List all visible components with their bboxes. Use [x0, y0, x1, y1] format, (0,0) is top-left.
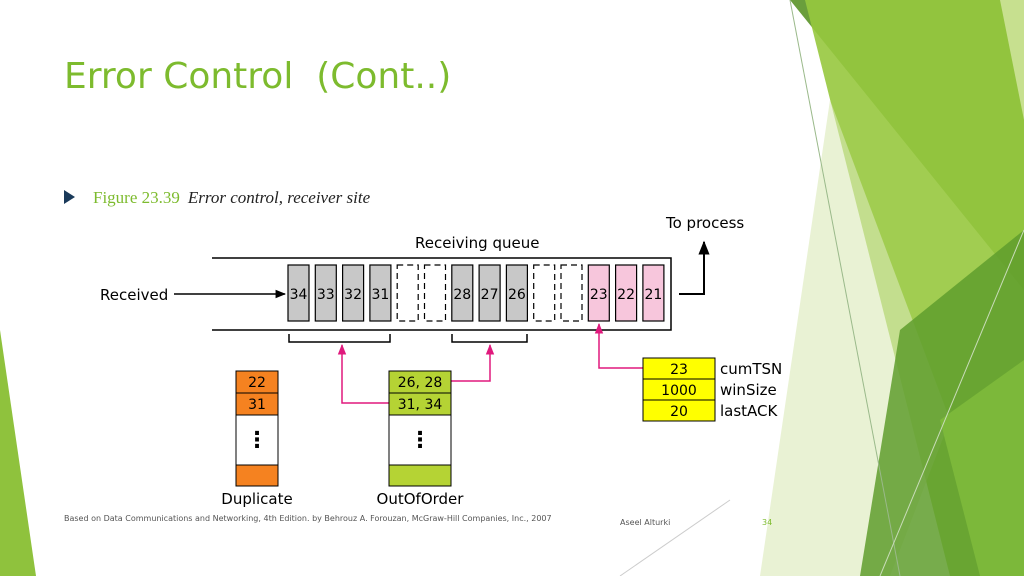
duplicate-ellipsis: ⋮ — [246, 428, 268, 453]
queue-slot-label: 27 — [481, 287, 499, 303]
winsize-label: winSize — [720, 381, 777, 399]
out-of-order-bracket-left — [288, 334, 391, 343]
queue-slot — [342, 264, 365, 322]
queue-slot — [642, 264, 665, 322]
out-of-order-list: 26, 28 31, 34 ⋮ — [388, 370, 452, 487]
queue-slot — [314, 264, 337, 322]
duplicate-entry: 22 — [248, 375, 266, 391]
queue-slot-empty — [533, 264, 556, 322]
queue-slot-label: 23 — [590, 287, 608, 303]
queue-slot-label: 22 — [617, 287, 635, 303]
cumtsn-link-arrow — [594, 322, 643, 369]
queue-slot-label: 34 — [290, 287, 308, 303]
received-label: Received — [100, 286, 168, 304]
queue-slot-empty — [396, 264, 419, 322]
queue-slot — [369, 264, 392, 322]
queue-slot — [478, 264, 501, 322]
queue-slot-label: 32 — [344, 287, 362, 303]
queue-slot — [614, 264, 638, 322]
queue-slot-label: 31 — [371, 287, 389, 303]
queue-slot — [505, 264, 528, 322]
queue-slot — [451, 264, 474, 322]
queue-slot-label: 28 — [453, 287, 471, 303]
queue-slot — [287, 264, 310, 322]
duplicate-list: 22 31 ⋮ — [235, 370, 279, 487]
winsize-value: 1000 — [661, 383, 697, 399]
out-of-order-link-arrow-left — [337, 343, 389, 404]
cumtsn-label: cumTSN — [720, 360, 782, 378]
figure-number: Figure 23.39 — [93, 188, 180, 207]
footer-author: Aseel Alturki — [620, 518, 671, 527]
queue-slot-empty — [423, 264, 447, 322]
out-of-order-entry: 26, 28 — [398, 375, 443, 391]
queue-slot-empty — [560, 264, 583, 322]
lastack-value: 20 — [670, 404, 688, 420]
queue-slot — [587, 264, 610, 322]
receiver-variables: 23 cumTSN 1000 winSize 20 lastACK — [642, 357, 782, 422]
queue-slot-label: 26 — [508, 287, 526, 303]
slide-title: Error Control (Cont..) — [64, 56, 452, 97]
out-of-order-link-arrow-right — [451, 343, 495, 382]
queue-slot-label: 33 — [317, 287, 335, 303]
cumtsn-value: 23 — [670, 362, 688, 378]
out-of-order-label: OutOfOrder — [377, 490, 465, 508]
figure-caption: Error control, receiver site — [187, 188, 371, 207]
footer-source: Based on Data Communications and Network… — [64, 514, 552, 523]
out-of-order-bracket-right — [451, 334, 528, 343]
queue-slot-label: 21 — [644, 287, 662, 303]
queue-slots: 34 33 32 31 28 27 26 23 22 21 — [287, 264, 665, 322]
lastack-label: lastACK — [720, 402, 779, 420]
queue-label: Receiving queue — [415, 234, 539, 252]
to-process-label: To process — [665, 214, 744, 232]
duplicate-entry: 31 — [248, 397, 266, 413]
out-of-order-entry: 31, 34 — [398, 397, 443, 413]
bullet-arrow-icon — [64, 190, 75, 204]
queue-outline — [212, 257, 672, 331]
figure-caption-bullet: Figure 23.39 Error control, receiver site — [64, 188, 370, 208]
page-number: 34 — [762, 518, 773, 527]
out-of-order-ellipsis: ⋮ — [409, 428, 431, 453]
to-process-arrow — [679, 240, 710, 295]
duplicate-label: Duplicate — [221, 490, 292, 508]
